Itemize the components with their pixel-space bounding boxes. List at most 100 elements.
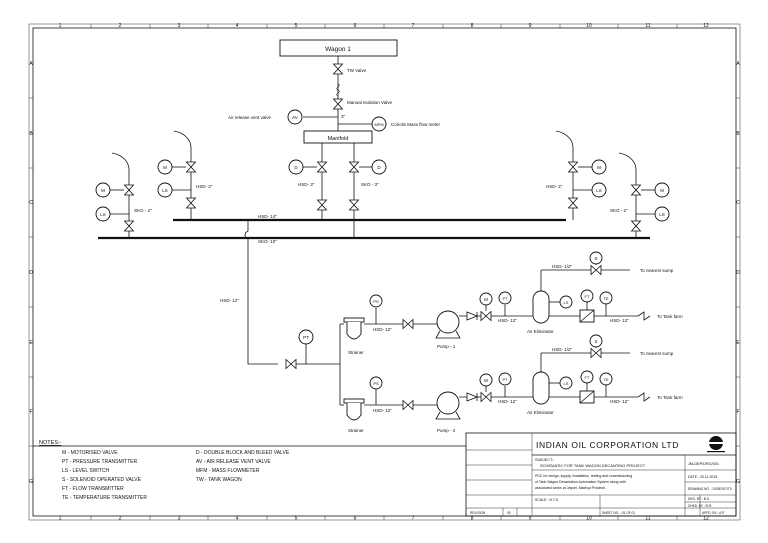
s-tag: S <box>594 339 597 344</box>
sko2-label: SKO - 2" <box>134 208 152 213</box>
s-instrument-icon <box>589 251 603 265</box>
gate-valve-icon <box>186 197 196 209</box>
hsd3-label: HSD- 3" <box>298 182 315 187</box>
hsd-half-label: HSD- 1/2" <box>552 347 573 352</box>
flexible-hose-icon <box>336 83 340 97</box>
revision-number: 00 <box>507 511 511 515</box>
title-block <box>465 432 737 517</box>
grid-col-label: 11 <box>645 516 650 522</box>
hsd12-label: HSD- 12" <box>373 408 392 413</box>
iocl-logo-icon <box>707 436 725 453</box>
note-item: FT - FLOW TRANSMITTER <box>62 486 124 492</box>
nearest-sump-label: To nearest sump <box>640 268 674 273</box>
motorised-valve-icon <box>480 311 492 321</box>
check-valve-icon <box>466 392 478 402</box>
gate-valve-icon <box>349 199 359 211</box>
wagon-box <box>279 39 398 57</box>
tw-valve-icon <box>333 63 343 75</box>
checked-by: CHKD. BY : R.R. <box>688 504 712 508</box>
motorised-valve-icon <box>568 161 578 173</box>
date-text: DATE : 20.11.2015 <box>688 475 717 479</box>
coriolis-label: Coriolis Mass flow meter <box>391 122 441 127</box>
ls-tag: LS <box>596 188 602 193</box>
av-instrument-icon <box>287 109 303 125</box>
drawing-border <box>32 27 737 517</box>
pt-tag: PT <box>502 296 508 301</box>
manifold-box <box>303 130 373 144</box>
grid-col-label: 12 <box>703 23 709 29</box>
grid-row-label: E <box>736 340 740 346</box>
tank-farm-label: To Tank farm <box>657 395 683 400</box>
te-instrument-icon <box>599 372 613 386</box>
grid-row-label: G <box>736 479 740 485</box>
grid-col-label: 2 <box>119 516 122 522</box>
grid-row-label: B <box>29 131 33 137</box>
grid-col-label: 2 <box>119 23 122 29</box>
subject-label: SUBJECT:- <box>535 458 555 462</box>
solenoid-valve-icon <box>590 265 602 275</box>
grid-col-label: 9 <box>529 516 532 522</box>
te-tag: TE <box>603 377 608 382</box>
d-bbv-valve-icon <box>349 161 359 173</box>
sheet-number: SHEET NO. : 01 OF 01 <box>602 511 635 515</box>
hsd12-label: HSD- 12" <box>498 318 517 323</box>
hsd-half-label: HSD- 1/2" <box>552 264 573 269</box>
wagon-label: Wagon 1 <box>325 46 351 53</box>
m-tag: M <box>101 188 105 193</box>
motorised-valve-icon <box>186 161 196 173</box>
motorised-valve-icon <box>124 184 134 196</box>
ft-instrument-icon <box>580 289 594 303</box>
grid-col-label: 4 <box>236 516 239 522</box>
note-item: MFM - MASS FLOWMETER <box>196 468 260 474</box>
notes-list: M - MOTORISED VALVE PT - PRESSURE TRANSM… <box>62 450 290 501</box>
grid-col-label: 3 <box>178 23 181 29</box>
grid-col-label: 1 <box>59 23 62 29</box>
d-instrument-icon <box>371 159 387 175</box>
air-eliminator-icon <box>532 290 550 324</box>
gate-valve-icon <box>285 359 297 369</box>
ft-instrument-icon <box>580 370 594 384</box>
manual-isolation-valve-icon <box>333 98 343 110</box>
m-instrument-icon <box>479 373 493 387</box>
note-item: PT - PRESSURE TRANSMITTER <box>62 459 137 465</box>
grid-col-label: 5 <box>295 516 298 522</box>
drawn-by: DRG. BY : B.S. <box>688 497 710 501</box>
pt-instrument-icon <box>498 372 512 386</box>
ft-tag: FT <box>585 375 590 380</box>
ft-tag: FT <box>585 294 590 299</box>
m-instrument-icon <box>95 182 111 198</box>
hsd2-label: HSD- 2" <box>546 184 563 189</box>
tank-farm-arrow-icon <box>637 392 651 402</box>
grid-col-label: 8 <box>471 516 474 522</box>
description-line: associated works at Jaysel, Madhya Prade… <box>535 486 606 490</box>
subject-text: SCHEMATIC FOR TANK WAGON DECANTING PROJE… <box>540 463 646 468</box>
note-item: TE - TEMPERATURE TRANSMITTER <box>62 495 147 501</box>
grid-row-label: A <box>736 61 740 67</box>
gate-valve-icon <box>317 199 327 211</box>
loading-arm-sko-right <box>618 152 637 238</box>
approved-by: APPD. BY : A.P. <box>702 511 725 515</box>
ref-number: JM-DEP/DRG/001 <box>688 462 719 466</box>
note-item: TW - TANK WAGON <box>196 477 242 483</box>
pump-train-1: Strainer PS HSD- 12" Pump - 1 M PT HSD- … <box>343 251 683 355</box>
notes-title: NOTES:- <box>39 440 61 446</box>
ps-tag: PS <box>373 381 379 386</box>
m-tag: M <box>597 165 601 170</box>
grid-row-label: D <box>736 270 740 276</box>
ls-tag: LS <box>162 188 168 193</box>
ls-tag: LS <box>564 381 569 386</box>
note-item: AV - AIR RELEASE VENT VALVE <box>196 459 271 465</box>
ps-tag: PS <box>373 299 379 304</box>
pump-2-icon <box>436 391 460 415</box>
grid-col-label: 10 <box>586 23 592 29</box>
motorised-valve-icon <box>631 184 641 196</box>
grid-col-label: 7 <box>412 516 415 522</box>
outer-border <box>28 23 741 521</box>
m-tag: M <box>484 297 488 302</box>
d-instrument-icon <box>288 159 304 175</box>
grid-col-label: 7 <box>412 23 415 29</box>
note-item: D - DOUBLE BLOCK AND BLEED VALVE <box>196 450 290 456</box>
strainer-icon <box>346 403 362 421</box>
m-instrument-icon <box>654 182 670 198</box>
